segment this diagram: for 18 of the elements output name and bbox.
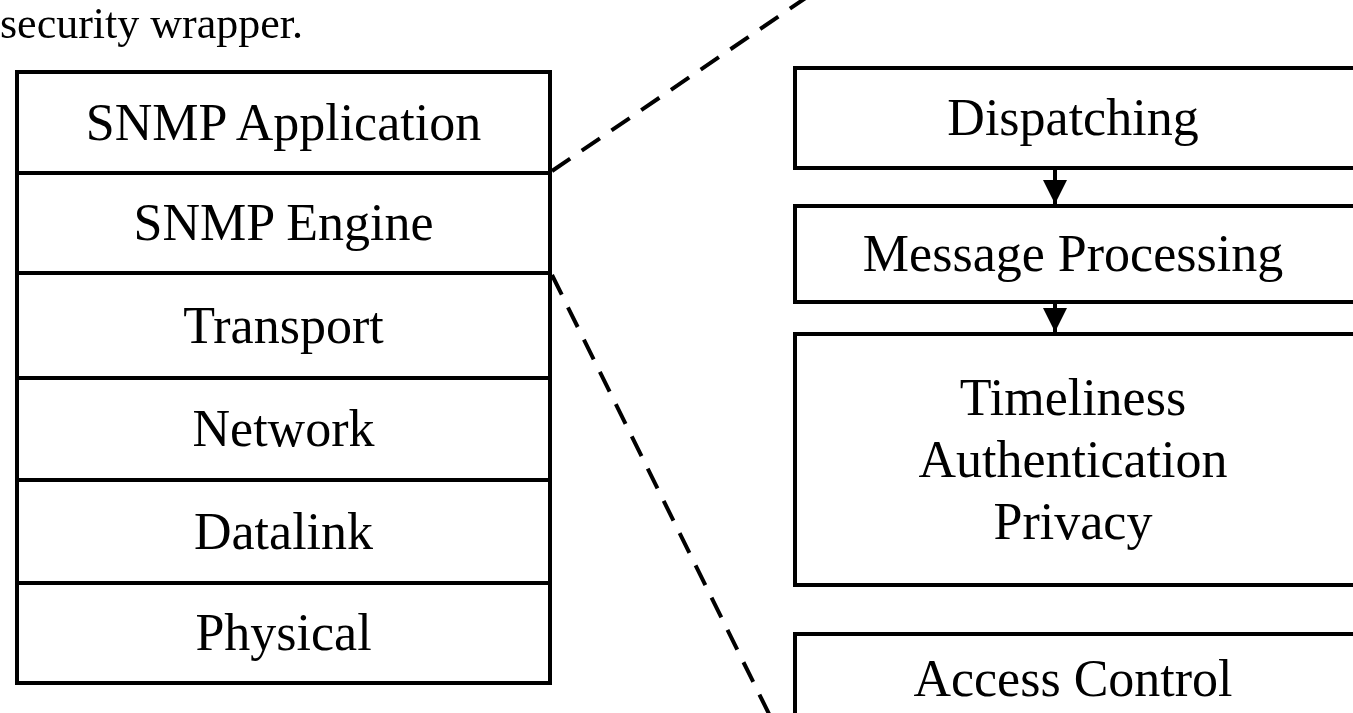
layer-label: Message Processing bbox=[862, 224, 1284, 284]
layer-label: Network bbox=[192, 399, 375, 459]
layer-label: SNMP Engine bbox=[133, 193, 434, 253]
layer-label: Authentication bbox=[918, 429, 1228, 490]
layer-label: Datalink bbox=[193, 501, 374, 562]
layer-label: Access Control bbox=[913, 649, 1233, 709]
layer-label: Privacy bbox=[993, 491, 1153, 552]
layer-box bbox=[793, 332, 1353, 587]
layer-label: Timeliness bbox=[959, 367, 1187, 428]
layer-label: Physical bbox=[195, 603, 372, 663]
layer-label: SNMP Application bbox=[85, 92, 482, 153]
layer-label: Transport bbox=[183, 295, 384, 356]
caption-text: security wrapper. bbox=[0, 0, 303, 48]
layer-box bbox=[793, 204, 1353, 304]
arrow bbox=[1043, 304, 1067, 332]
layer-box bbox=[793, 66, 1353, 170]
arrow bbox=[1043, 170, 1067, 204]
layer-label: Dispatching bbox=[947, 88, 1199, 148]
